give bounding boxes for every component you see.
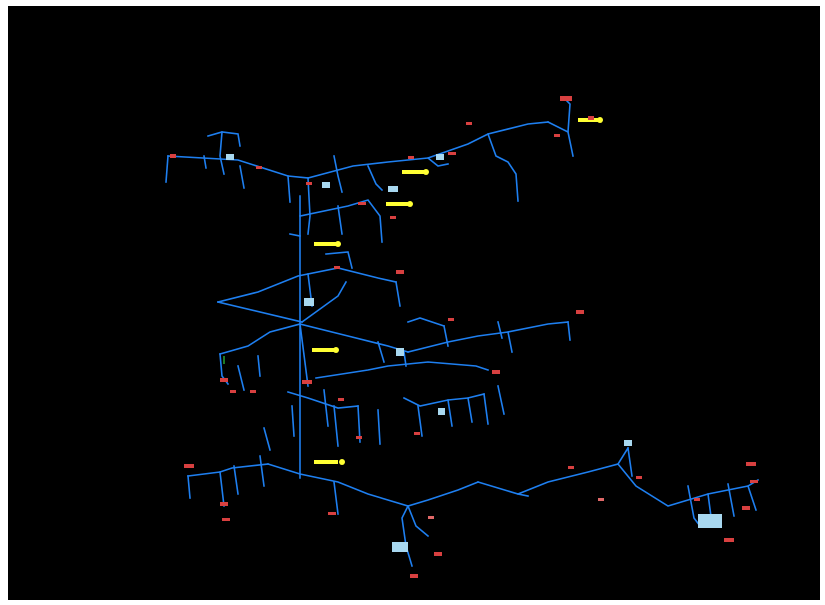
cad-viewport[interactable]	[8, 6, 820, 600]
level-4-branch	[263, 385, 505, 451]
lower-header-group	[187, 446, 760, 567]
red-label-tags	[170, 96, 758, 578]
level-2-branch	[217, 267, 401, 324]
fittings-clusters	[226, 154, 722, 552]
upper-header-group	[165, 96, 574, 203]
yellow-callouts	[312, 117, 603, 465]
level-3-branch	[219, 317, 571, 391]
isometric-piping-drawing	[165, 96, 760, 578]
main-riser-group	[289, 177, 383, 479]
